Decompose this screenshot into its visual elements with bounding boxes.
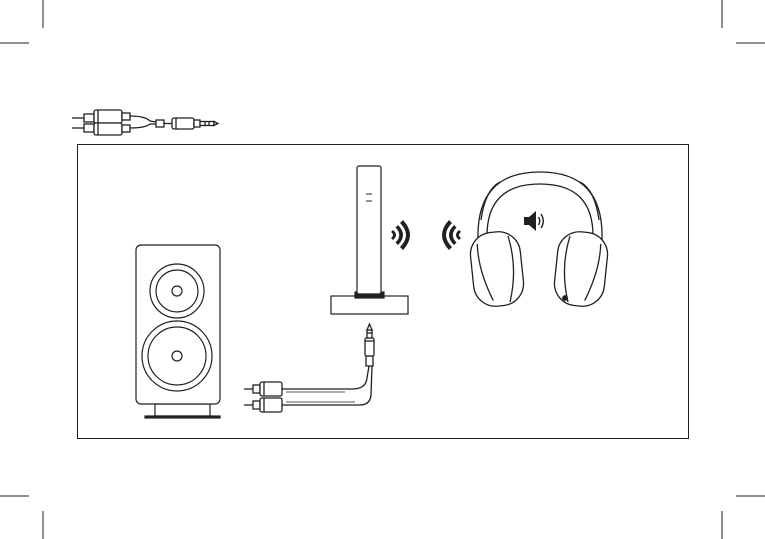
headphones-icon <box>468 172 609 308</box>
rca-to-jack-cable-icon <box>72 110 218 135</box>
wireless-signal-icon-transmitter <box>391 220 410 250</box>
speaker-icon <box>136 245 220 418</box>
wireless-signal-icon-headphones <box>442 220 461 250</box>
rca-cable <box>244 324 374 412</box>
transmitter-icon <box>331 166 408 314</box>
